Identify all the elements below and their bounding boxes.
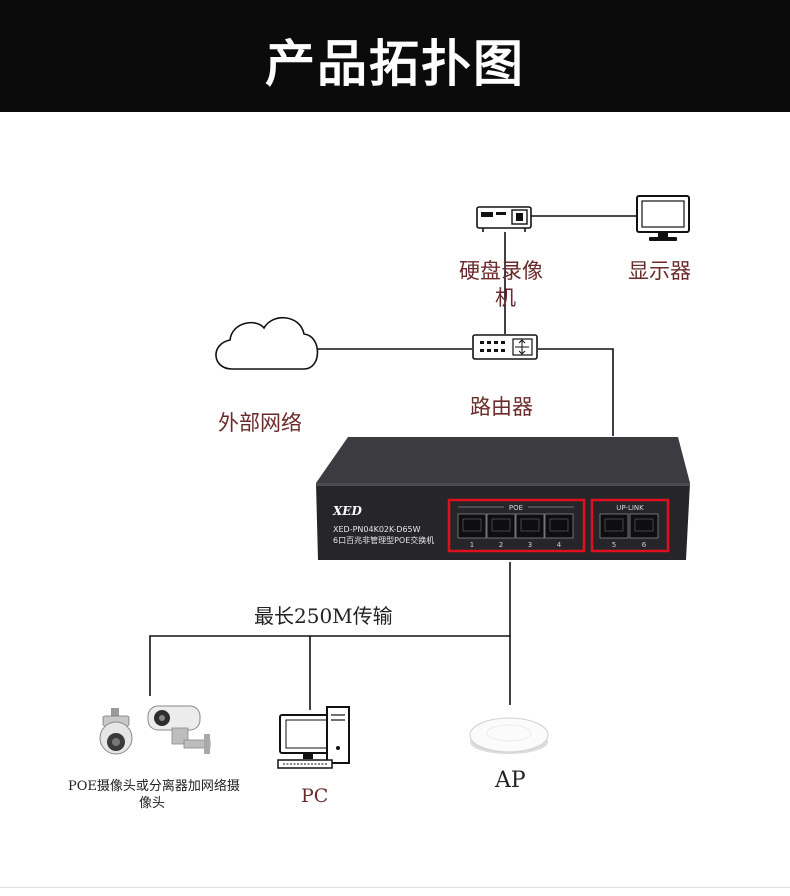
port-number: 1: [470, 541, 474, 549]
ap-label: AP: [495, 768, 526, 793]
router-label: 路由器: [470, 395, 533, 419]
pc-icon: [277, 706, 350, 769]
switch-brand: XED: [332, 504, 362, 518]
switch-desc: 6口百兆非管理型POE交换机: [333, 535, 434, 545]
nvr-icon: [476, 206, 532, 232]
pc-label: PC: [301, 785, 329, 807]
router-icon: [472, 334, 538, 360]
distance-note: 最长250M传输: [254, 604, 393, 628]
poe-switch: XED XED-PN04K02K-D65W 6口百兆非管理型POE交换机 POE…: [316, 437, 690, 560]
router-switch-link: [538, 348, 614, 436]
switch-label-area: XED XED-PN04K02K-D65W 6口百兆非管理型POE交换机: [332, 504, 434, 545]
uplink-ports-highlight: [590, 498, 670, 553]
nvr-label-line1: 硬盘录像: [459, 259, 543, 283]
port-number: 2: [499, 541, 503, 549]
port-number: 4: [557, 541, 562, 549]
page-title: 产品拓扑图: [265, 35, 525, 93]
port-number: 5: [612, 541, 616, 549]
distribution-bus: [149, 635, 511, 705]
camera-label-line2: 像头: [139, 796, 166, 811]
bottom-divider: [0, 887, 790, 888]
cloud-icon: [215, 316, 319, 370]
ip-camera-icon: [99, 705, 211, 755]
camera-label-line1: POE摄像头或分离器加网络摄: [68, 779, 240, 794]
poe-ports-highlight: [447, 498, 586, 553]
access-point-icon: [469, 717, 549, 754]
nvr-label-line2: 机: [495, 286, 516, 310]
poe-group-label: POE: [509, 504, 523, 512]
connection-lines: [149, 215, 636, 710]
port-number: 6: [642, 541, 647, 549]
uplink-group-label: UP-LINK: [616, 504, 644, 512]
port-number: 3: [528, 541, 532, 549]
title-banner: 产品拓扑图: [0, 0, 790, 112]
monitor-label: 显示器: [628, 259, 691, 283]
switch-model: XED-PN04K02K-D65W: [333, 525, 421, 534]
monitor-icon: [636, 195, 690, 241]
internet-label: 外部网络: [218, 411, 302, 435]
